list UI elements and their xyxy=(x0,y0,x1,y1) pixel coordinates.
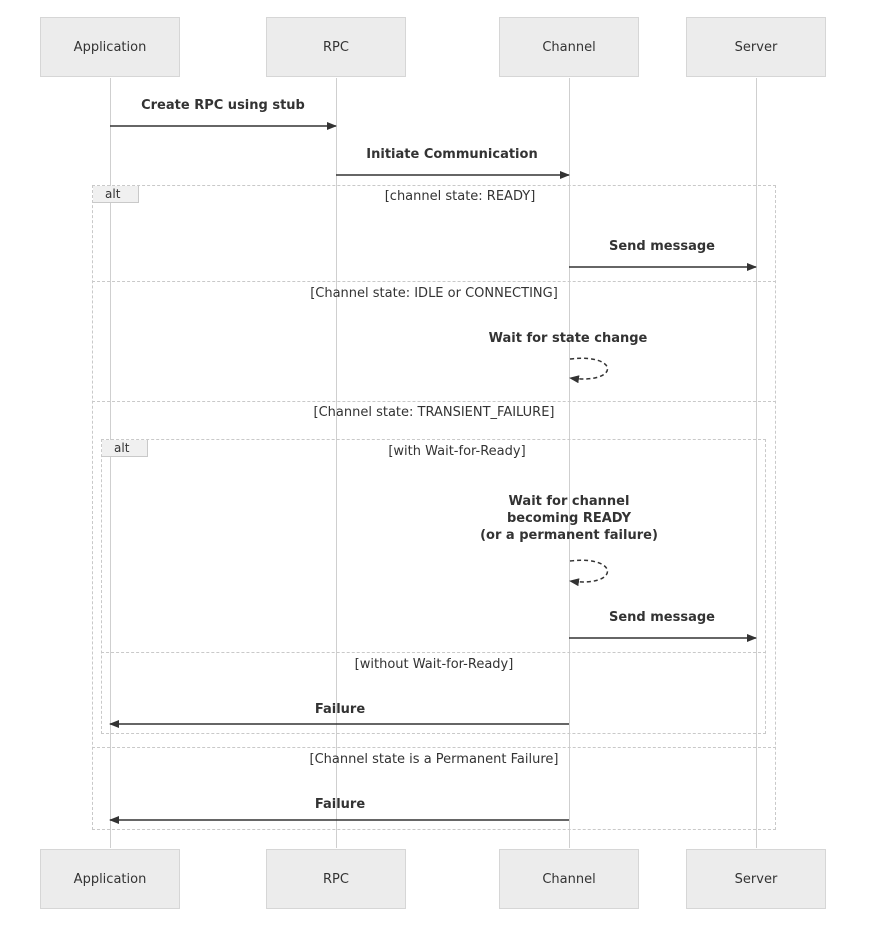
actor-server-bottom: Server xyxy=(686,849,826,909)
message-failure-2: Failure xyxy=(314,797,366,812)
message-failure-1: Failure xyxy=(314,702,366,717)
wait-ready-line-1: Wait for channel xyxy=(508,494,630,509)
outer-condition-transient: [Channel state: TRANSIENT_FAILURE] xyxy=(313,405,555,420)
message-wait-ready: Wait for channel becoming READY (or a pe… xyxy=(459,493,679,544)
message-create-rpc: Create RPC using stub xyxy=(141,98,305,113)
outer-condition-permanent: [Channel state is a Permanent Failure] xyxy=(309,752,559,767)
outer-divider-3 xyxy=(92,747,776,748)
arrow-wait-ready xyxy=(569,559,609,587)
lifeline-rpc xyxy=(336,78,337,848)
actor-channel-bottom: Channel xyxy=(499,849,639,909)
message-initiate-communication: Initiate Communication xyxy=(366,147,538,162)
actor-rpc-top: RPC xyxy=(266,17,406,77)
message-send-1: Send message xyxy=(609,239,715,254)
lifeline-server xyxy=(756,78,757,848)
actor-application-bottom: Application xyxy=(40,849,180,909)
lifeline-channel xyxy=(569,78,570,848)
outer-divider-1 xyxy=(92,281,776,282)
outer-condition-idle: [Channel state: IDLE or CONNECTING] xyxy=(310,286,558,301)
actor-rpc-bottom: RPC xyxy=(266,849,406,909)
arrow-wait-state-change xyxy=(569,357,609,384)
wait-ready-line-2: becoming READY xyxy=(506,511,632,526)
lifeline-application xyxy=(110,78,111,848)
outer-divider-2 xyxy=(92,401,776,402)
outer-condition-ready: [channel state: READY] xyxy=(384,189,536,204)
inner-divider xyxy=(101,652,766,653)
inner-condition-without-wfr: [without Wait-for-Ready] xyxy=(354,657,514,672)
inner-alt-label: alt xyxy=(102,440,148,457)
wait-ready-line-3: (or a permanent failure) xyxy=(480,528,658,543)
actor-application-top: Application xyxy=(40,17,180,77)
outer-alt-frame xyxy=(92,185,776,830)
message-wait-state-change: Wait for state change xyxy=(488,331,648,346)
actor-channel-top: Channel xyxy=(499,17,639,77)
message-send-2: Send message xyxy=(609,610,715,625)
inner-condition-with-wfr: [with Wait-for-Ready] xyxy=(388,444,526,459)
outer-alt-label: alt xyxy=(93,186,139,203)
actor-server-top: Server xyxy=(686,17,826,77)
inner-alt-frame xyxy=(101,439,766,734)
